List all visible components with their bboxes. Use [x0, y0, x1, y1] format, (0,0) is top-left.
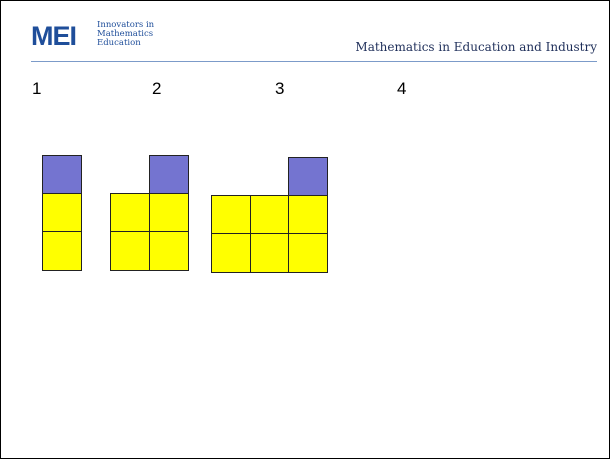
logo-line-3: Education — [97, 38, 141, 48]
yellow-square — [288, 195, 328, 235]
yellow-square — [110, 231, 150, 271]
yellow-square — [149, 231, 189, 271]
yellow-square — [250, 195, 290, 235]
pattern-3-label: 3 — [275, 79, 285, 98]
header-divider — [31, 61, 597, 62]
yellow-square — [250, 233, 290, 273]
logo-line-1: Innovators in — [97, 20, 155, 30]
yellow-square — [211, 195, 251, 235]
purple-square — [149, 155, 189, 195]
purple-square — [288, 157, 328, 197]
yellow-square — [42, 193, 82, 233]
purple-square — [42, 155, 82, 195]
logo-letters: MEI — [31, 21, 77, 51]
yellow-square — [110, 193, 150, 233]
logo-mark: MEI — [31, 21, 77, 51]
pattern-1-label: 1 — [32, 79, 42, 98]
header: MEI Innovators in Mathematics Education … — [1, 1, 609, 71]
mei-logo: MEI Innovators in Mathematics Education — [31, 21, 181, 51]
yellow-square — [288, 233, 328, 273]
yellow-square — [42, 231, 82, 271]
logo-line-2: Mathematics — [97, 29, 154, 39]
logo-text: Innovators in Mathematics Education — [97, 21, 154, 48]
pattern-4-label: 4 — [397, 79, 407, 98]
yellow-square — [211, 233, 251, 273]
tagline: Mathematics in Education and Industry — [355, 40, 597, 54]
yellow-square — [149, 193, 189, 233]
pattern-2-label: 2 — [152, 79, 162, 98]
